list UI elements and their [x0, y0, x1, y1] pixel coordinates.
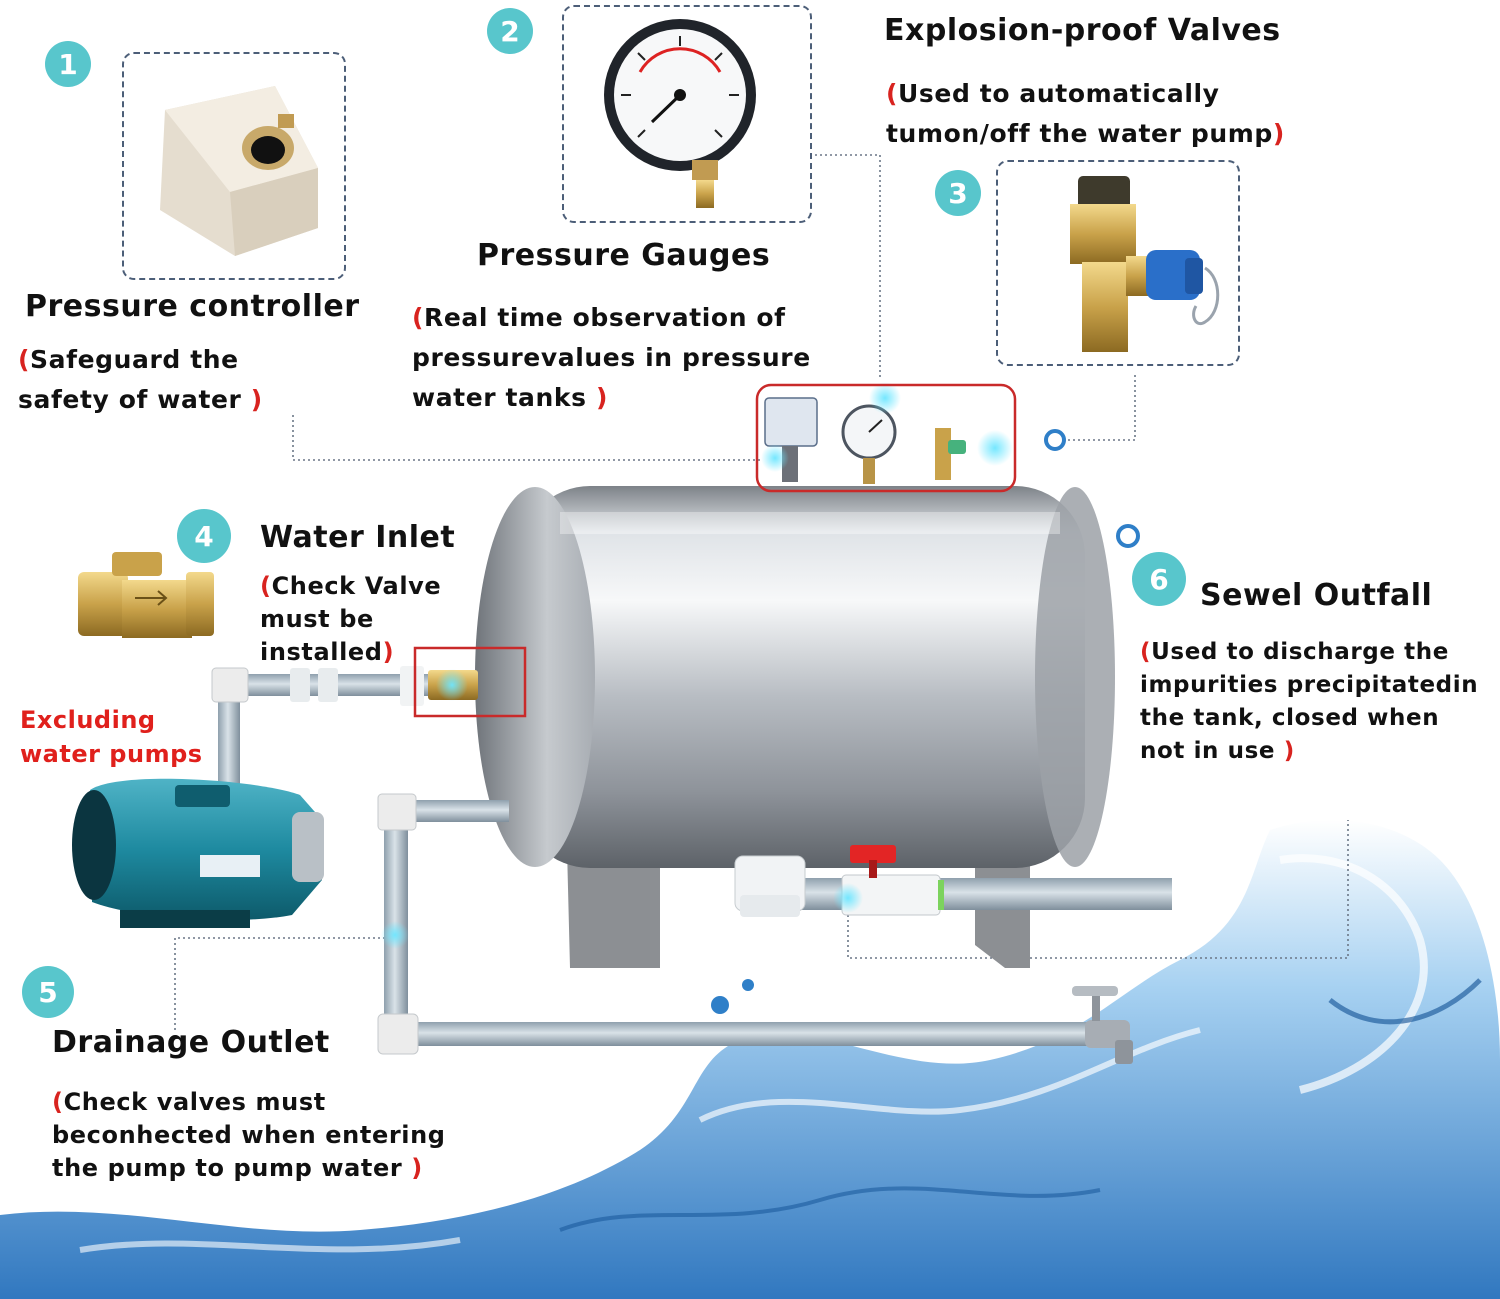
- water-pump-icon: [72, 778, 324, 928]
- top-fittings: [761, 382, 1013, 484]
- desc-explosion-proof-valves: (Used to automatically tumon/off the wat…: [886, 79, 1285, 148]
- explosion-valve-frame: [996, 160, 1240, 366]
- inlet-highlight: [413, 646, 527, 718]
- desc-water-inlet: (Check Valve must be installed): [260, 572, 442, 666]
- desc-drainage-outlet: (Check valves must beconhected when ente…: [52, 1088, 446, 1182]
- badge-number-3: 3: [935, 170, 981, 216]
- desc-pressure-gauges: (Real time observation of pressurevalues…: [412, 303, 811, 412]
- title-pressure-gauges: Pressure Gauges: [477, 238, 771, 273]
- badge-number-6: 6: [1132, 552, 1186, 606]
- warning-excluding-pumps: Excluding water pumps: [20, 706, 203, 768]
- top-fittings-highlight: [755, 383, 1017, 493]
- title-pressure-controller: Pressure controller: [25, 289, 360, 324]
- pressure-controller-icon: [160, 86, 318, 256]
- title-explosion-proof-valves: Explosion-proof Valves: [884, 13, 1281, 48]
- steel-tank: [475, 486, 1115, 868]
- badge-number-5: 5: [22, 966, 74, 1018]
- sewage-outfall-pipe: [734, 845, 1172, 917]
- pressure-controller-frame: [122, 52, 346, 280]
- desc-sewel-outfall: (Used to discharge the impurities precip…: [1140, 639, 1479, 764]
- pressure-gauge-frame: [562, 5, 812, 223]
- drainage-pipe: [377, 793, 1094, 1055]
- title-sewel-outfall: Sewel Outfall: [1200, 578, 1433, 613]
- leader-lines: [174, 154, 1349, 1030]
- title-drainage-outlet: Drainage Outlet: [52, 1025, 330, 1060]
- drain-faucet-icon: [1072, 986, 1133, 1064]
- check-valve-icon: [78, 552, 214, 638]
- explosion-proof-valve-icon: [1070, 176, 1220, 352]
- inlet-pipe: [211, 666, 478, 804]
- desc-pressure-controller: (Safeguard the safety of water ): [18, 345, 263, 414]
- pressure-gauge-icon: [604, 19, 756, 208]
- badge-number-4: 4: [177, 509, 231, 563]
- title-water-inlet: Water Inlet: [260, 520, 456, 555]
- badge-number-2: 2: [487, 8, 533, 54]
- badge-number-1: 1: [45, 41, 91, 87]
